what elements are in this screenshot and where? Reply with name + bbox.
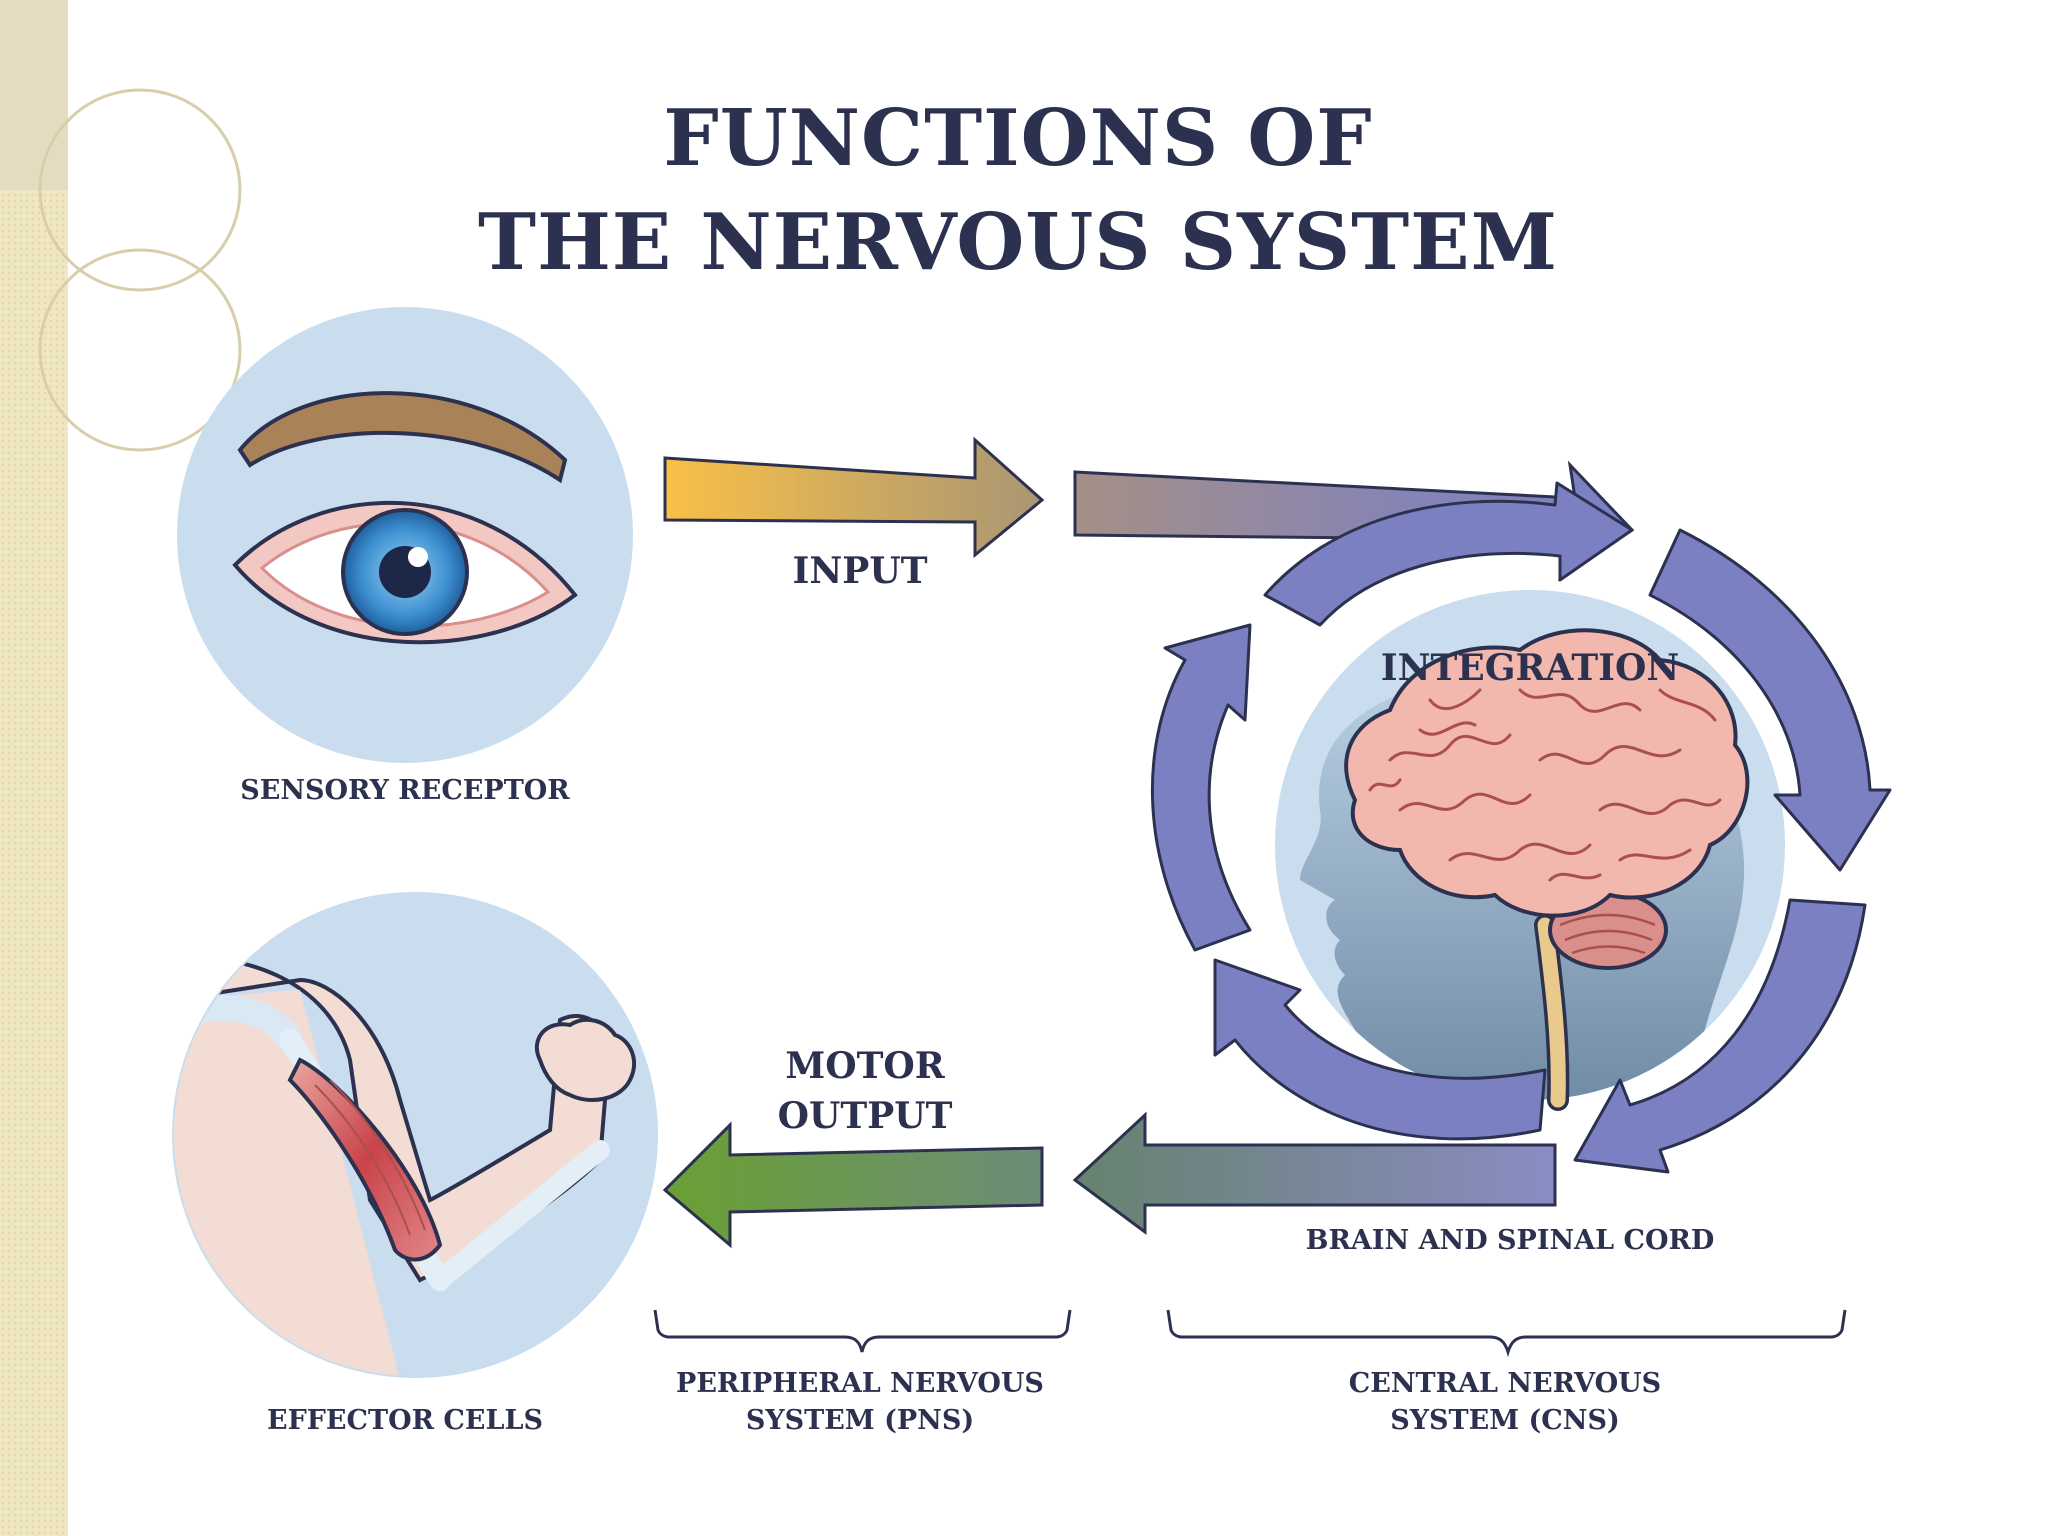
decorative-side-strip-top [0, 0, 68, 190]
pns-label-line1: PERIPHERAL NERVOUS [676, 1368, 1044, 1399]
input-label: INPUT [792, 550, 928, 592]
pns-label-line2: SYSTEM (PNS) [745, 1405, 975, 1436]
eye-icon [177, 307, 633, 763]
page-title-line1: FUNCTIONS OF [663, 93, 1373, 184]
decorative-side-strip [0, 0, 68, 1536]
cns-brace [1166, 1309, 1847, 1358]
sensory-receptor-label: SENSORY RECEPTOR [240, 775, 570, 806]
motor-output-label-line1: MOTOR [785, 1045, 945, 1087]
flexed-arm-icon [172, 892, 658, 1378]
brain-and-spinal-cord-label: BRAIN AND SPINAL CORD [1305, 1225, 1715, 1256]
decorative-arcs [38, 88, 242, 452]
page-title-line2: THE NERVOUS SYSTEM [478, 197, 1558, 288]
brain-circle [1275, 590, 1785, 1111]
effector-cells-label: EFFECTOR CELLS [267, 1405, 543, 1436]
pns-brace [653, 1309, 1072, 1353]
brain-icon [1344, 628, 1750, 918]
cycle-arrows-icon [1151, 481, 1892, 1174]
cns-label-line1: CENTRAL NERVOUS [1348, 1368, 1662, 1399]
motor-output-arrow [662, 1111, 1557, 1249]
motor-output-label-line2: OUTPUT [777, 1095, 953, 1137]
integration-label: INTEGRATION [1380, 647, 1680, 689]
cns-label-line2: SYSTEM (CNS) [1390, 1405, 1620, 1436]
